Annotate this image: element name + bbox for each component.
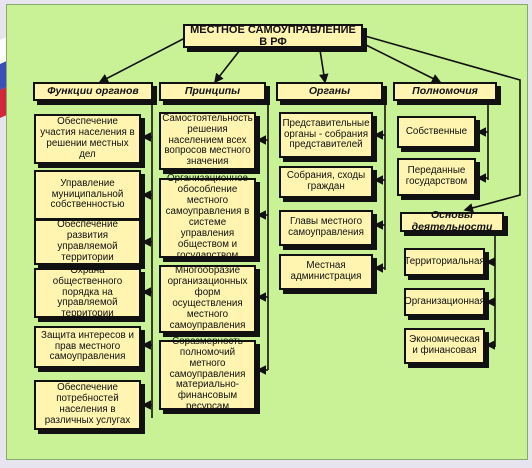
function-item: Управление муниципальной собственностью — [34, 170, 141, 220]
organs-header: Органы — [276, 82, 383, 101]
power-item: Переданные государством — [397, 158, 476, 196]
principle-item: Организационное обособление местного сам… — [159, 173, 256, 261]
basis-item: Экономическая и финансовая — [404, 328, 485, 364]
basis-item: Территориальная — [404, 248, 485, 276]
powers-header: Полномочия — [393, 82, 497, 101]
principle-item: Соразмерность полномочий метного самоупр… — [159, 336, 256, 412]
functions-header: Функции органов — [33, 82, 153, 101]
function-item: Обеспечение развития управляемой террито… — [34, 219, 141, 265]
power-item: Собственные — [397, 116, 476, 148]
organ-item: Местная администрация — [279, 254, 373, 290]
organ-item: Собрания, сходы граждан — [279, 166, 373, 198]
principle-item: Самостоятельность решения населением все… — [159, 112, 256, 170]
function-item: Защита интересов и прав местного самоупр… — [34, 326, 141, 368]
basis-header: Основы деятельности — [400, 209, 504, 233]
basis-item: Организационная — [404, 288, 485, 316]
function-item: Охрана общественного порядка на управляе… — [34, 265, 141, 319]
principle-item: Многообразие организационных форм осущес… — [159, 265, 256, 333]
diagram-title: МЕСТНОЕ САМОУПРАВЛЕНИЕ В РФ — [183, 24, 363, 48]
function-item: Обеспечение потребностей населения в раз… — [34, 380, 141, 430]
function-item: Обеспечение участия населения в решении … — [34, 114, 141, 164]
principles-header: Принципы — [159, 82, 266, 101]
organ-item: Главы местного самоуправления — [279, 210, 373, 246]
organ-item: Представительные органы - собрания предс… — [279, 112, 373, 158]
